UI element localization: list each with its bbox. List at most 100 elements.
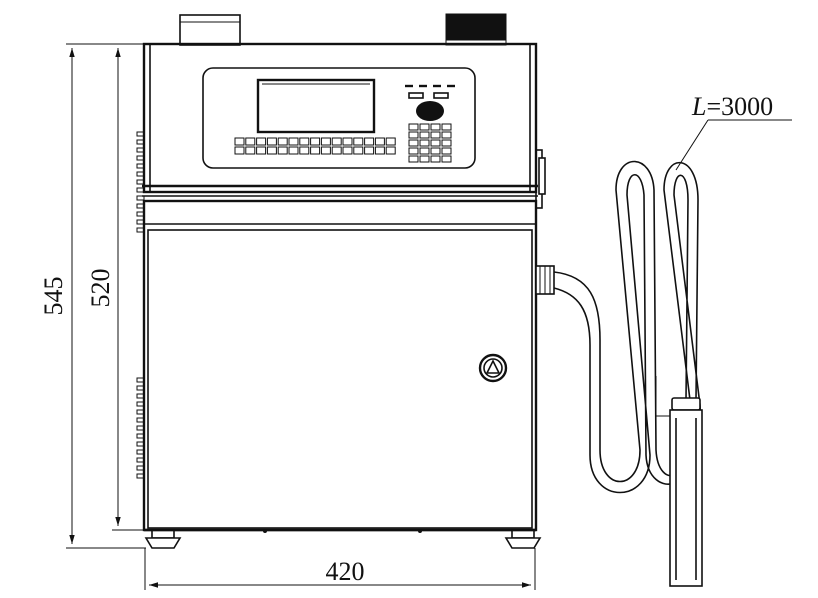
keypad-key <box>408 131 419 139</box>
keypad-key <box>277 146 288 155</box>
keypad-left <box>234 137 396 155</box>
navigation-button <box>416 101 444 121</box>
keypad-key <box>288 146 299 155</box>
keypad-key <box>374 137 385 146</box>
keypad-key <box>419 147 430 155</box>
width-dimension-label: 420 <box>326 557 365 586</box>
hose-length-label: L=3000 <box>691 92 773 121</box>
keypad-key <box>441 123 452 131</box>
keypad-key <box>419 139 430 147</box>
dimension-hose-leader <box>675 119 792 171</box>
control-panel <box>202 67 476 169</box>
vent-fin <box>136 385 145 391</box>
indicator-leds <box>405 84 455 99</box>
vent-fin <box>136 179 145 185</box>
top-cap-left <box>179 14 241 46</box>
vent-fin <box>136 147 145 153</box>
keypad-key <box>430 123 441 131</box>
keypad-key <box>245 146 256 155</box>
keypad-key <box>342 137 353 146</box>
keypad-key <box>408 139 419 147</box>
keypad-key <box>441 155 452 163</box>
keypad-key <box>419 155 430 163</box>
keypad-key <box>419 123 430 131</box>
dimension-body-height <box>112 48 144 531</box>
hose-coil <box>553 160 702 494</box>
keypad-key <box>441 131 452 139</box>
vent-fin <box>136 155 145 161</box>
display-screen <box>256 78 376 134</box>
keypad-key <box>408 155 419 163</box>
keypad-key <box>430 147 441 155</box>
top-cap-right <box>445 13 507 46</box>
keypad-key <box>408 147 419 155</box>
keypad-key <box>266 137 277 146</box>
keypad-key <box>419 131 430 139</box>
keypad-key <box>385 146 396 155</box>
keypad-key <box>288 137 299 146</box>
keypad-key <box>234 137 245 146</box>
dimension-width <box>144 548 536 590</box>
lower-cabinet <box>142 199 538 532</box>
vent-fin <box>136 203 145 209</box>
left-foot <box>144 529 182 549</box>
total-height-dimension-label: 545 <box>39 277 68 316</box>
keypad-key <box>310 137 321 146</box>
right-foot <box>504 529 542 549</box>
keypad-key <box>430 131 441 139</box>
keypad-key <box>430 155 441 163</box>
vent-fin <box>136 449 145 455</box>
keypad-key <box>441 147 452 155</box>
keypad-key <box>299 146 310 155</box>
keypad-key <box>256 146 267 155</box>
keypad-key <box>353 137 364 146</box>
vent-fin <box>136 401 145 407</box>
keypad-key <box>430 139 441 147</box>
vent-fin <box>136 211 145 217</box>
vent-fin <box>136 163 145 169</box>
keypad-key <box>441 139 452 147</box>
side-vents <box>136 131 145 479</box>
vent-fin <box>136 227 145 233</box>
vent-fin <box>136 465 145 471</box>
keypad-key <box>320 137 331 146</box>
keypad-key <box>364 146 375 155</box>
keypad-key <box>342 146 353 155</box>
keypad-key <box>266 146 277 155</box>
vent-fin <box>136 457 145 463</box>
vent-fin <box>136 417 145 423</box>
vent-fin <box>136 433 145 439</box>
vent-fin <box>136 441 145 447</box>
vent-fin <box>136 187 145 193</box>
side-knob <box>535 149 546 209</box>
hose-length-value: =3000 <box>706 92 773 121</box>
body-height-dimension-label: 520 <box>86 269 115 308</box>
keypad-key <box>277 137 288 146</box>
vent-fin <box>136 409 145 415</box>
vent-fin <box>136 377 145 383</box>
vent-fin <box>136 139 145 145</box>
vent-fin <box>136 195 145 201</box>
vent-fin <box>136 219 145 225</box>
keypad-key <box>299 137 310 146</box>
keypad-key <box>245 137 256 146</box>
hose-length-symbol: L <box>691 92 706 121</box>
keypad-key <box>234 146 245 155</box>
vent-fin <box>136 393 145 399</box>
keypad-right <box>408 123 452 163</box>
keypad-key <box>408 123 419 131</box>
keypad-key <box>256 137 267 146</box>
hose-connector <box>535 265 555 295</box>
keypad-key <box>331 137 342 146</box>
vent-fin <box>136 171 145 177</box>
door-lock-icon <box>478 353 508 383</box>
vent-fin <box>136 131 145 137</box>
keypad-key <box>364 137 375 146</box>
keypad-key <box>310 146 321 155</box>
print-head <box>655 376 703 587</box>
vent-fin <box>136 425 145 431</box>
keypad-key <box>320 146 331 155</box>
keypad-key <box>331 146 342 155</box>
keypad-key <box>385 137 396 146</box>
